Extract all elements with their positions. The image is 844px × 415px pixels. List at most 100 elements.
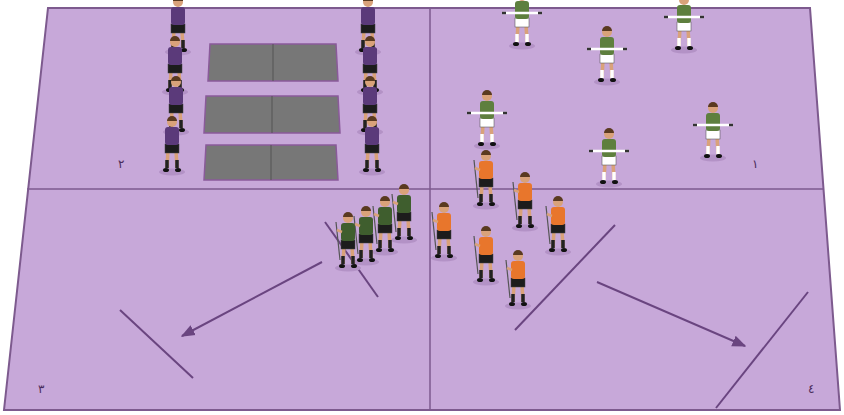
- stick: [506, 260, 510, 298]
- head: [367, 117, 377, 127]
- head: [520, 173, 530, 183]
- player-figure: [502, 0, 542, 50]
- boot: [561, 248, 567, 252]
- shorts: [706, 130, 720, 139]
- sock: [551, 240, 555, 248]
- boot: [516, 224, 522, 228]
- hair: [399, 184, 409, 189]
- bar: [467, 112, 507, 115]
- shadow: [474, 143, 500, 150]
- players: [159, 0, 733, 310]
- sock: [341, 256, 345, 264]
- player-figure: [589, 128, 629, 188]
- hair: [513, 250, 523, 255]
- hair: [170, 36, 180, 41]
- sock: [437, 246, 441, 254]
- hair: [482, 90, 492, 95]
- bar: [664, 16, 704, 19]
- start-line: [515, 225, 615, 330]
- boot: [375, 168, 381, 172]
- sock: [489, 270, 493, 278]
- shirt: [171, 7, 185, 25]
- shirt: [341, 223, 355, 241]
- shorts: [169, 104, 183, 113]
- head: [365, 37, 375, 47]
- boot: [489, 202, 495, 206]
- mat: [204, 96, 340, 133]
- boot: [687, 46, 693, 50]
- sock: [518, 216, 522, 224]
- shirt: [365, 127, 379, 145]
- bar: [589, 150, 629, 153]
- shirt: [602, 139, 616, 157]
- shorts: [518, 200, 532, 209]
- shorts: [361, 24, 375, 33]
- stick: [432, 212, 436, 250]
- hair: [604, 128, 614, 133]
- mats: [204, 44, 340, 180]
- arm: [547, 214, 552, 216]
- hair: [365, 76, 375, 81]
- shorts: [363, 64, 377, 73]
- quadrant-number: ٤: [808, 383, 814, 395]
- bar-end: [693, 124, 697, 127]
- head: [481, 151, 491, 161]
- shadow: [594, 79, 620, 86]
- bar-end: [587, 48, 591, 51]
- shadow: [671, 47, 697, 54]
- stick: [336, 222, 340, 260]
- head: [380, 197, 390, 207]
- arm: [514, 190, 519, 192]
- player-figure: [335, 212, 361, 272]
- shorts: [511, 278, 525, 287]
- hair: [553, 196, 563, 201]
- boot: [376, 248, 382, 252]
- head: [343, 213, 353, 223]
- player-figure: [467, 90, 507, 150]
- sock: [489, 194, 493, 202]
- shadow: [353, 259, 379, 266]
- sock: [490, 134, 494, 142]
- hair: [708, 102, 718, 107]
- player-figure: [359, 116, 385, 176]
- sock: [525, 34, 529, 42]
- stick: [474, 160, 478, 198]
- shadow: [473, 279, 499, 286]
- sock: [388, 240, 392, 248]
- mat: [204, 145, 338, 180]
- sock: [521, 294, 525, 302]
- hair: [365, 36, 375, 41]
- quadrant-number: ١: [752, 158, 758, 170]
- shirt: [479, 161, 493, 179]
- sock: [181, 40, 185, 48]
- sock: [511, 294, 515, 302]
- boot: [175, 168, 181, 172]
- shorts: [397, 212, 411, 221]
- shadow: [505, 303, 531, 310]
- bar-end: [503, 112, 507, 115]
- shorts: [551, 224, 565, 233]
- stick: [546, 206, 550, 244]
- arm: [393, 202, 398, 204]
- bar: [502, 12, 542, 15]
- shorts: [479, 254, 493, 263]
- sock: [369, 250, 373, 258]
- stick: [513, 182, 517, 220]
- mat-line: [272, 96, 273, 133]
- hair: [363, 0, 373, 1]
- sock: [365, 160, 369, 168]
- quadrant-number: ٣: [38, 383, 44, 395]
- player-figure: [664, 0, 704, 54]
- sock: [716, 146, 720, 154]
- shirt: [479, 237, 493, 255]
- finish-line: [716, 292, 808, 408]
- boot: [521, 302, 527, 306]
- head: [708, 103, 718, 113]
- bar-end: [700, 16, 704, 19]
- hair: [481, 226, 491, 231]
- sock: [175, 160, 179, 168]
- shirt: [169, 87, 183, 105]
- boot: [363, 168, 369, 172]
- head: [602, 27, 612, 37]
- boot: [525, 42, 531, 46]
